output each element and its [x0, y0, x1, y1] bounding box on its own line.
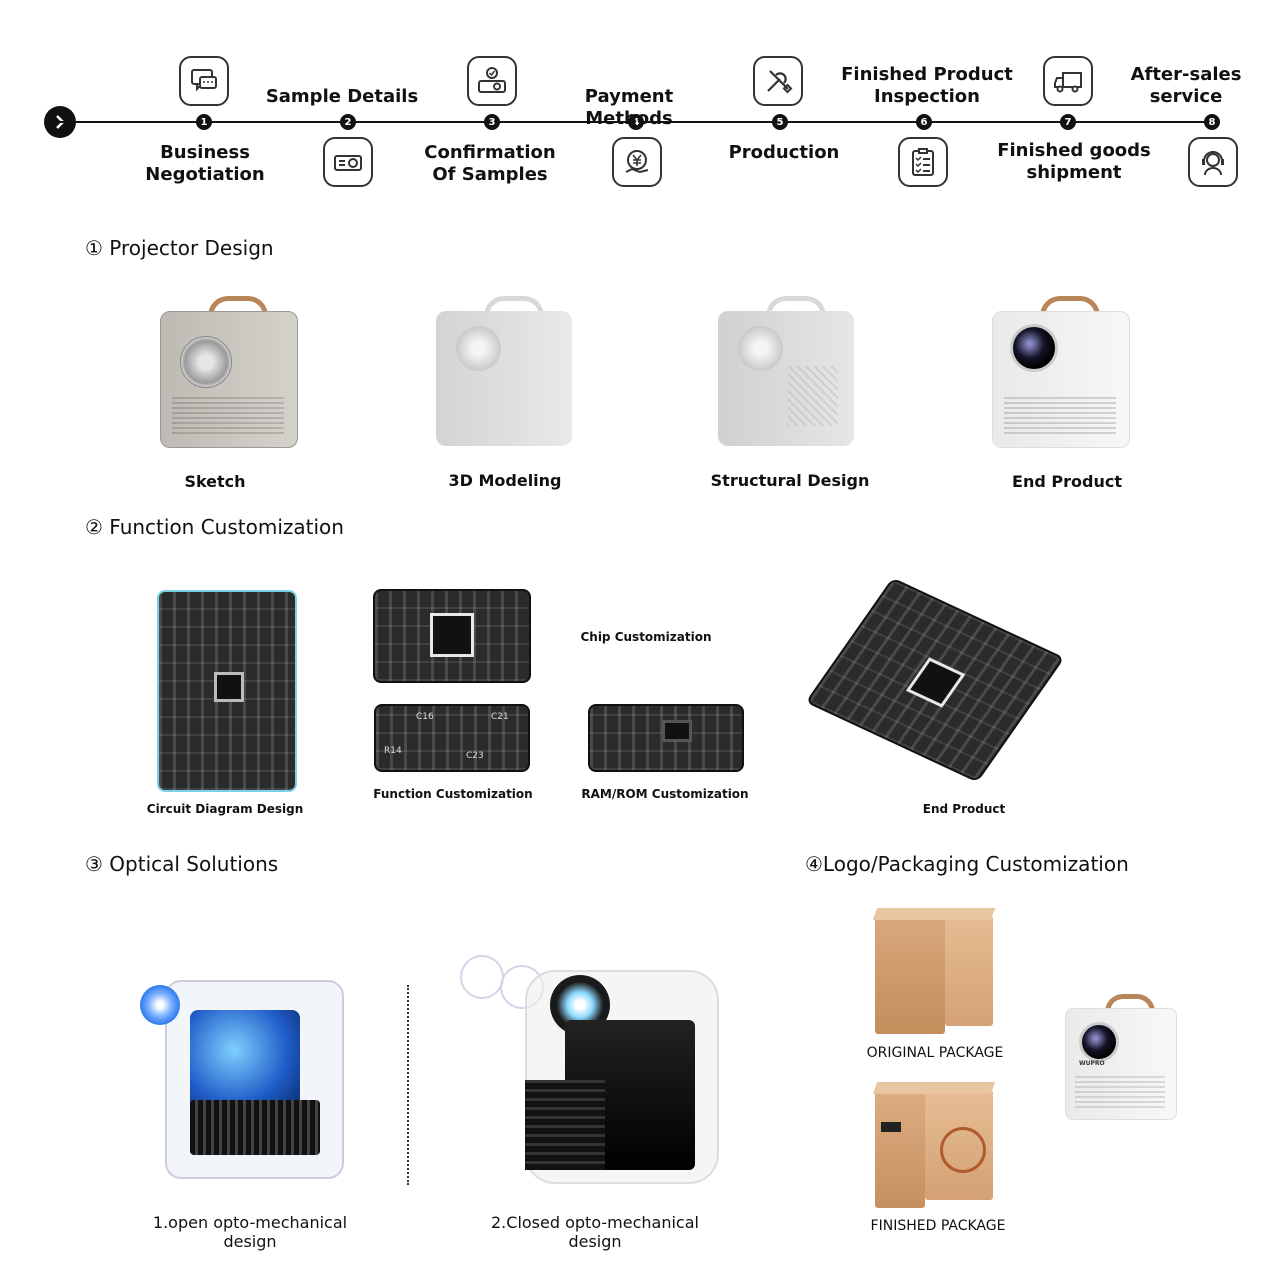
checklist-icon	[898, 137, 948, 187]
step-number-4: 4	[628, 114, 644, 130]
pcb-text-c21: C21	[491, 712, 509, 722]
caption-ram-rom: RAM/ROM Customization	[581, 787, 749, 801]
chip-customization-image	[373, 589, 531, 683]
caption-open-opto: 1.open opto-mechanical design	[152, 1213, 348, 1251]
step-label-business-negotiation: Business Negotiation	[145, 142, 265, 185]
caption-closed-opto: 2.Closed opto-mechanical design	[491, 1213, 699, 1251]
step-label-finished-product-inspection: Finished Product Inspection	[841, 64, 1013, 107]
projector-sketch-image	[160, 296, 300, 448]
projector-end-product-image	[992, 296, 1132, 448]
projector-brand-text: WUPRO	[1079, 1060, 1105, 1067]
step-number-3: 3	[484, 114, 500, 130]
function-customization-image: R14 C23 C16 C21	[374, 704, 530, 772]
section-title-projector-design: ① Projector Design	[85, 236, 274, 260]
caption-structural-design: Structural Design	[710, 471, 870, 490]
section-title-optical-solutions: ③ Optical Solutions	[85, 852, 279, 876]
yen-payment-icon	[612, 137, 662, 187]
tools-icon	[753, 56, 803, 106]
section-title-function-customization: ② Function Customization	[85, 515, 344, 539]
step-label-after-sales-service: After-sales service	[1130, 64, 1242, 107]
chat-icon	[179, 56, 229, 106]
step-number-7: 7	[1060, 114, 1076, 130]
pcb-text-c16: C16	[416, 712, 434, 722]
caption-finished-package: FINISHED PACKAGE	[870, 1218, 1006, 1234]
closed-opto-image	[455, 950, 725, 1190]
optical-divider	[407, 985, 409, 1185]
caption-end-product: End Product	[1012, 472, 1122, 491]
step-label-production: Production	[728, 142, 840, 163]
step-label-sample-details: Sample Details	[265, 86, 419, 107]
projector-3d-model-image	[436, 296, 576, 446]
original-package-image	[872, 908, 996, 1034]
caption-end-product-board: End Product	[922, 802, 1006, 816]
caption-original-package: ORIGINAL PACKAGE	[866, 1045, 1004, 1061]
caption-chip-customization: Chip Customization	[580, 630, 712, 644]
ram-rom-image	[588, 704, 744, 772]
projector-structural-image	[718, 296, 858, 446]
step-label-confirmation-of-samples: Confirmation Of Samples	[424, 142, 556, 185]
caption-function-customization: Function Customization	[373, 787, 533, 801]
packaged-projector-image: WUPRO	[1065, 994, 1177, 1120]
caption-sketch: Sketch	[184, 472, 246, 491]
pcb-text-r14: R14	[384, 746, 402, 756]
step-number-2: 2	[340, 114, 356, 130]
truck-icon	[1043, 56, 1093, 106]
projector-check-icon	[467, 56, 517, 106]
step-label-payment-methods: Payment Methods	[584, 86, 674, 129]
section-title-packaging: ④Logo/Packaging Customization	[805, 852, 1129, 876]
open-opto-image	[130, 970, 350, 1200]
end-product-board-image	[805, 577, 1065, 783]
circuit-diagram-image	[157, 590, 297, 792]
caption-3d-modeling: 3D Modeling	[448, 471, 562, 490]
step-number-1: 1	[196, 114, 212, 130]
step-label-finished-goods-shipment: Finished goods shipment	[997, 140, 1151, 183]
step-number-6: 6	[916, 114, 932, 130]
step-number-8: 8	[1204, 114, 1220, 130]
finished-package-image	[872, 1082, 996, 1208]
step-number-5: 5	[772, 114, 788, 130]
headset-support-icon	[1188, 137, 1238, 187]
caption-circuit-diagram: Circuit Diagram Design	[146, 802, 304, 816]
projector-icon	[323, 137, 373, 187]
pcb-text-c23: C23	[466, 751, 484, 761]
